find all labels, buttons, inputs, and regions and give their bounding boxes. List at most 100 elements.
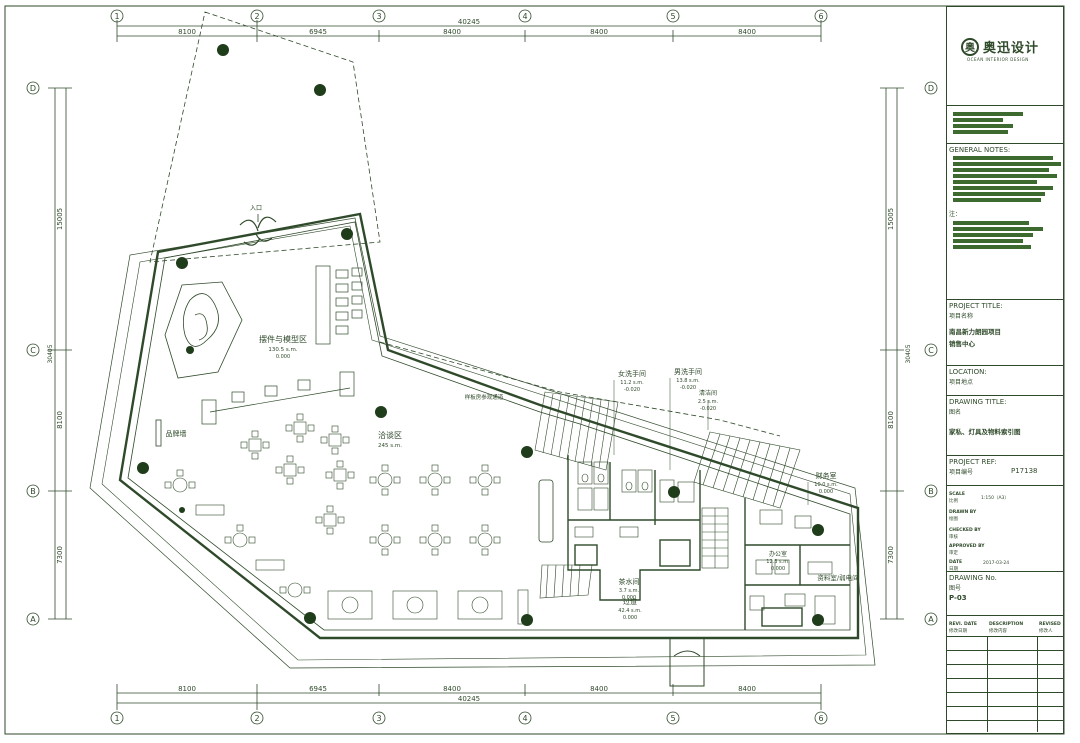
display-counter bbox=[315, 265, 363, 345]
drawn-by-label: DRAWN BY bbox=[949, 510, 977, 515]
redacted-note bbox=[953, 192, 1045, 196]
col-label-top-4: 4 bbox=[522, 12, 527, 21]
room-corridor-area: 42.4 s.m. bbox=[618, 608, 642, 614]
project-title-value-2: 销售中心 bbox=[949, 340, 975, 348]
company-name-en: OCEAN INTERIOR DESIGN bbox=[967, 57, 1029, 62]
right-dim-total: 30405 bbox=[905, 344, 912, 363]
project-title-label: PROJECT TITLE: bbox=[949, 302, 1003, 310]
logo-mark-icon: 奥 bbox=[961, 37, 979, 56]
room-womens-wash-area: 11.2 s.m. bbox=[620, 380, 644, 386]
col-label-bottom-3: 3 bbox=[376, 714, 381, 723]
room-mens-wash-level: -0.020 bbox=[680, 385, 696, 391]
revised-cn-label: 修改人 bbox=[1039, 629, 1053, 634]
col-label-bottom-4: 4 bbox=[522, 714, 527, 723]
stair-east bbox=[693, 431, 801, 509]
row-label-left-b: B bbox=[30, 487, 36, 496]
room-display-area: 130.5 s.m. bbox=[268, 347, 297, 353]
drawing-title-cn-label: 图名 bbox=[949, 409, 962, 416]
top-dim-5: 8400 bbox=[738, 28, 756, 36]
revision-section: REVI. DATE 修改日期 DESCRIPTION 修改内容 REVISED… bbox=[947, 615, 1063, 733]
location-label: LOCATION: bbox=[949, 368, 987, 376]
seating-sets bbox=[164, 413, 529, 625]
room-service-name: 财务室 bbox=[816, 471, 837, 480]
room-tea-area: 3.7 s.m. bbox=[619, 588, 640, 594]
redacted-info bbox=[953, 118, 1003, 122]
drawn-by-cn-label: 绘图 bbox=[949, 517, 958, 522]
room-womens-wash-name: 女洗手间 bbox=[618, 369, 646, 378]
office-block-walls bbox=[744, 498, 850, 630]
entrance-door bbox=[239, 216, 277, 246]
room-service-level: 0.000 bbox=[819, 489, 833, 495]
bottom-dim-5: 8400 bbox=[738, 685, 756, 693]
room-tea-name: 茶水间 bbox=[619, 577, 640, 586]
room-office-level: 0.000 bbox=[771, 566, 785, 572]
redacted-note bbox=[953, 233, 1033, 237]
revision-divider bbox=[947, 636, 1063, 637]
label-leaders bbox=[613, 378, 809, 505]
room-brand-wall-name: 品牌墙 bbox=[166, 429, 187, 438]
room-cleaning-name: 清洁间 bbox=[699, 389, 717, 397]
date-cn-label: 日期 bbox=[949, 567, 958, 572]
general-notes-label: GENERAL NOTES: bbox=[949, 146, 1011, 154]
building-main-wall bbox=[118, 212, 860, 640]
row-label-right-b: B bbox=[928, 487, 934, 496]
row-label-right-d: D bbox=[928, 84, 934, 93]
top-dim-4: 8400 bbox=[590, 28, 608, 36]
col-label-bottom-6: 6 bbox=[818, 714, 823, 723]
col-label-top-1: 1 bbox=[114, 12, 119, 21]
checked-by-cn-label: 审核 bbox=[949, 535, 958, 540]
company-name: 奥迅设计 bbox=[983, 41, 1040, 56]
room-office-area: 12.3 s.m. bbox=[766, 559, 790, 565]
date-label: DATE bbox=[949, 560, 963, 565]
bottom-dim-2: 6945 bbox=[309, 685, 327, 693]
left-dim-2: 8100 bbox=[56, 411, 64, 429]
company-info-section bbox=[947, 105, 1063, 143]
canopy-dashed-outline bbox=[379, 341, 781, 437]
redacted-info bbox=[953, 130, 1008, 134]
project-ref-label: PROJECT REF: bbox=[949, 458, 997, 466]
project-ref-section: PROJECT REF: 项目编号 P17138 bbox=[947, 455, 1063, 485]
left-dimension-chain bbox=[48, 87, 72, 620]
description-label: DESCRIPTION bbox=[989, 622, 1024, 627]
revision-col-divider bbox=[1037, 636, 1038, 732]
landscape-boundary bbox=[149, 11, 381, 263]
room-mens-wash-name: 男洗手间 bbox=[674, 367, 702, 376]
drawing-no-cn-label: 图号 bbox=[949, 585, 962, 592]
right-dim-2: 8100 bbox=[887, 411, 895, 429]
service-core-walls bbox=[567, 455, 701, 601]
col-label-bottom-2: 2 bbox=[254, 714, 259, 723]
revision-row-line bbox=[947, 678, 1063, 679]
project-ref-cn-label: 项目编号 bbox=[949, 469, 974, 476]
col-label-bottom-5: 5 bbox=[670, 714, 675, 723]
right-row-bubbles bbox=[924, 81, 938, 626]
redacted-note bbox=[953, 174, 1057, 178]
drawing-title-value: 家私、灯具及物料索引图 bbox=[949, 428, 1021, 436]
row-label-right-a: A bbox=[928, 615, 934, 624]
landscape-trees bbox=[137, 44, 824, 626]
drawing-title-label: DRAWING TITLE: bbox=[949, 398, 1007, 406]
scale-label: SCALE bbox=[949, 492, 965, 497]
row-label-right-c: C bbox=[928, 346, 934, 355]
toilet-stalls bbox=[574, 461, 695, 538]
checked-by-label: CHECKED BY bbox=[949, 528, 981, 533]
revision-row-line bbox=[947, 692, 1063, 693]
row-label-left-c: C bbox=[30, 346, 36, 355]
entrance-label: 入口 bbox=[250, 205, 262, 212]
project-ref-value: P17138 bbox=[1011, 467, 1038, 475]
left-dim-total: 30405 bbox=[47, 344, 54, 363]
building-outer-offset bbox=[89, 217, 876, 669]
rev-date-cn-label: 修改日期 bbox=[949, 629, 967, 634]
rock-garden bbox=[164, 281, 243, 379]
row-label-left-d: D bbox=[30, 84, 36, 93]
bottom-dim-total: 40245 bbox=[458, 695, 480, 703]
room-storage-name: 资料室/弱电间 bbox=[817, 573, 858, 582]
redacted-note bbox=[953, 227, 1043, 231]
location-cn-label: 项目地点 bbox=[949, 379, 974, 386]
bottom-dim-4: 8400 bbox=[590, 685, 608, 693]
right-dim-1: 15005 bbox=[887, 208, 895, 230]
bottom-dim-1: 8100 bbox=[178, 685, 196, 693]
redacted-info bbox=[953, 112, 1023, 116]
top-dimension-chain bbox=[116, 20, 822, 42]
bottom-column-bubbles bbox=[110, 711, 828, 725]
